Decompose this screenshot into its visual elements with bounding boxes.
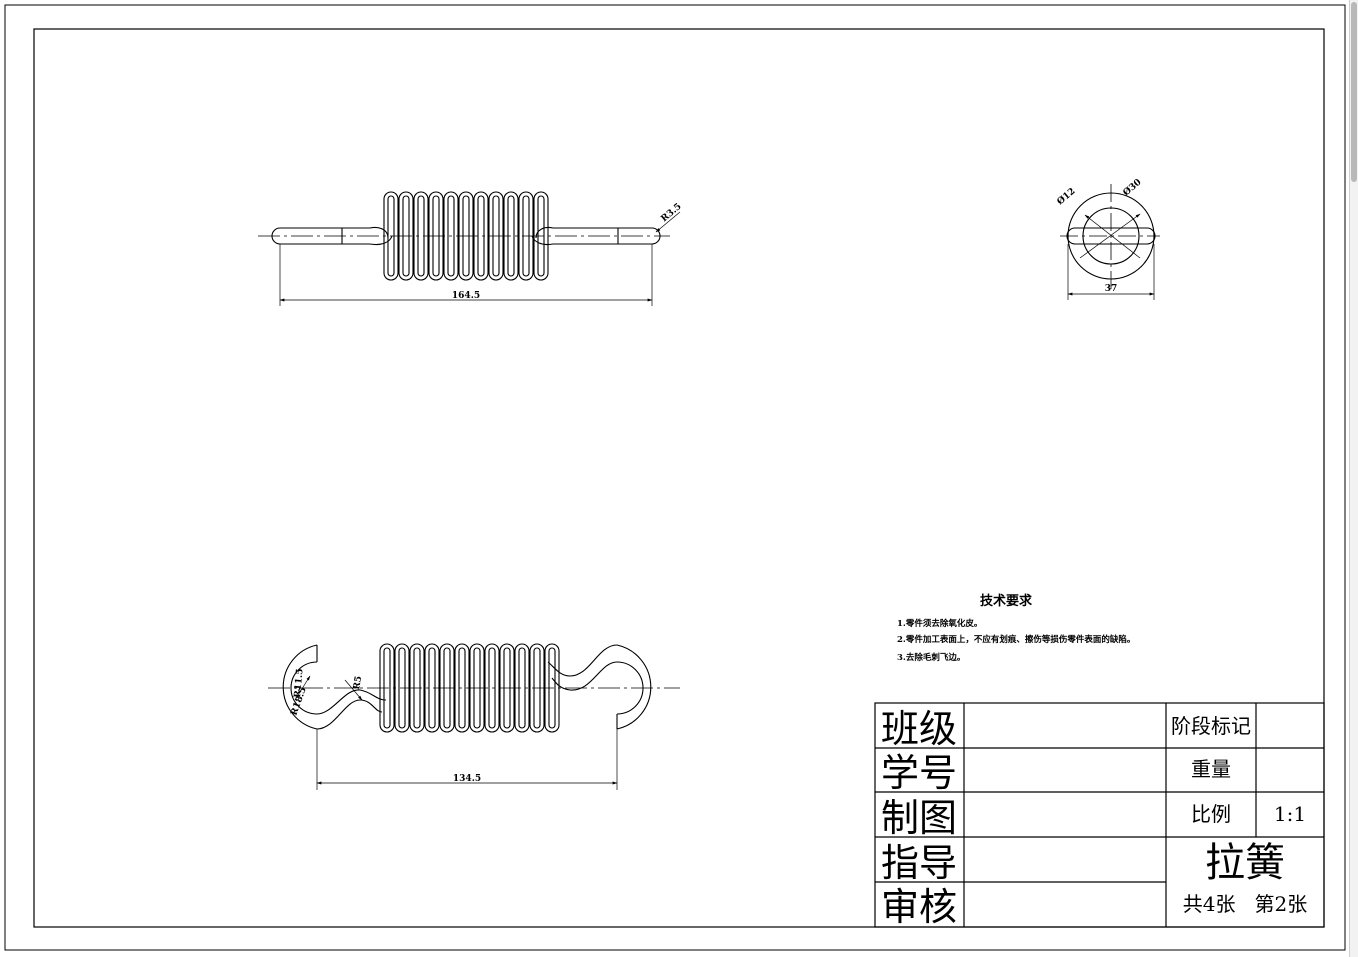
left-hook	[271, 227, 370, 245]
coil-turn	[473, 191, 489, 281]
dim-bottom-r3: R5	[352, 675, 364, 690]
radius-leader	[655, 211, 681, 233]
dim-bottom-r2: R18.5	[289, 686, 308, 717]
coil-turn	[488, 191, 504, 281]
coil-turn	[409, 643, 425, 733]
tb-sheet-info: 共4张 第2张	[1183, 892, 1308, 916]
coil-turn	[413, 191, 429, 281]
coil-turn	[379, 643, 395, 733]
tb-row-guided: 指导	[881, 841, 957, 885]
tb-weight: 重量	[1191, 757, 1231, 781]
view-bottom-spring	[268, 643, 680, 790]
tech-note-1: 1.零件须去除氧化皮。	[897, 618, 982, 629]
coil-turn	[503, 191, 519, 281]
inner-circle	[1082, 207, 1140, 265]
coil-turn	[514, 643, 530, 733]
tb-row-class: 班级	[881, 707, 957, 751]
coil-turn	[428, 191, 444, 281]
coil-turn	[458, 191, 474, 281]
coil-turn	[439, 643, 455, 733]
tech-note-3: 3.去除毛刺飞边。	[897, 652, 965, 663]
coil-turn	[499, 643, 515, 733]
end-hook	[1066, 227, 1156, 245]
tb-row-reviewed: 审核	[881, 885, 957, 929]
tb-row-drawn: 制图	[881, 796, 957, 840]
coil-turn	[529, 643, 545, 733]
dim-end-outer: Ø30	[1121, 177, 1144, 199]
coil-turn	[544, 643, 560, 733]
coil-turn	[398, 191, 414, 281]
dim-end-width: 37	[1105, 284, 1118, 294]
coil-turn	[469, 643, 485, 733]
outer-circle	[1067, 192, 1155, 280]
coil-turn	[484, 643, 500, 733]
vertical-scrollbar[interactable]	[1349, 0, 1358, 957]
tb-row-id: 学号	[881, 751, 957, 795]
left-loop	[282, 644, 318, 730]
right-loop	[616, 644, 652, 730]
coil-turn	[424, 643, 440, 733]
coil-turn	[383, 191, 399, 281]
view-top-spring	[258, 191, 681, 306]
tb-scale-label: 比例	[1191, 802, 1231, 826]
coil-turn	[518, 191, 534, 281]
dim-top-radius: R3.5	[660, 202, 684, 225]
coil-turn	[533, 191, 549, 281]
dim-bottom-length: 134.5	[453, 774, 481, 784]
right-hook	[553, 227, 661, 245]
dim-end-inner: Ø12	[1055, 186, 1078, 208]
coil-turns	[383, 191, 549, 281]
tech-notes-title: 技术要求	[980, 593, 1033, 609]
inner-frame	[33, 28, 1325, 928]
tb-part-name: 拉簧	[1205, 840, 1285, 886]
coil-turn	[394, 643, 410, 733]
scrollbar-thumb[interactable]	[1351, 2, 1357, 182]
tb-stage-mark: 阶段标记	[1171, 714, 1251, 738]
coil-turn	[443, 191, 459, 281]
tech-note-2: 2.零件加工表面上，不应有划痕、擦伤等损伤零件表面的缺陷。	[897, 634, 1135, 645]
dim-top-length: 164.5	[452, 291, 480, 301]
title-block	[874, 702, 1325, 928]
view-end-spring	[1060, 184, 1160, 300]
dim-bottom-r1: R11.5	[293, 668, 306, 698]
tb-scale-value: 1:1	[1274, 802, 1306, 826]
coil-turns	[379, 643, 560, 733]
outer-border	[4, 4, 1346, 951]
coil-turn	[454, 643, 470, 733]
